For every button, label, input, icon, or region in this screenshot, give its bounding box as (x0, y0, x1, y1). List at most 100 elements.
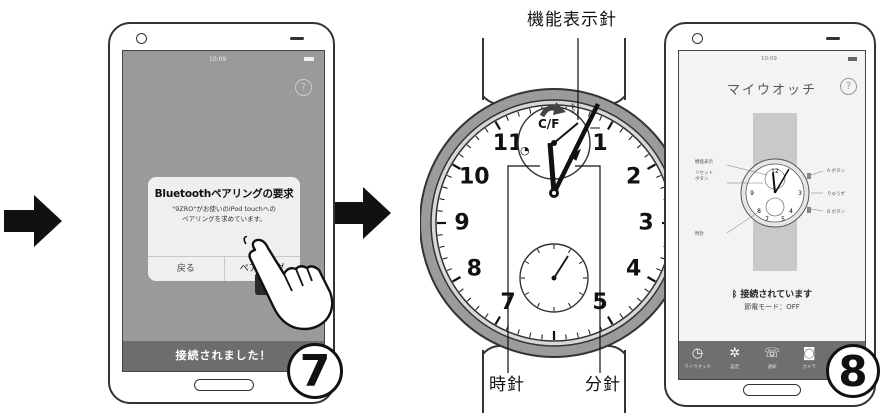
phone-speaker (290, 37, 304, 40)
step-7-badge: 7 (287, 343, 343, 399)
right-phone: 10:09 マイウオッチ ? 12 3 9 4 5 7 8 (664, 22, 876, 407)
reset-button-label: リセット ボタン (695, 171, 713, 182)
subdial-cf-label: C/F (538, 117, 559, 131)
dial-tick (619, 128, 624, 133)
dial-tick (494, 315, 501, 325)
dial-tick (517, 329, 520, 335)
arrow-right-icon (333, 187, 391, 239)
a-button-label: A ボタン (827, 169, 846, 174)
home-button[interactable] (194, 379, 254, 391)
gear-icon: ✲ (729, 346, 741, 361)
arrow-right-icon (4, 195, 62, 247)
subdial-tick (537, 249, 540, 254)
dial-tick (452, 163, 462, 170)
right-phone-screen: 10:09 マイウオッチ ? 12 3 9 4 5 7 8 (678, 50, 866, 380)
dialog-title: Bluetoothペアリングの要求 (154, 188, 294, 200)
dial-tick (607, 315, 614, 325)
dial-tick (484, 128, 489, 133)
dial-tick (437, 234, 443, 236)
dial-tick (644, 288, 649, 293)
tab-camera[interactable]: ◙ カメラ (794, 347, 824, 371)
dial-number: 10 (459, 165, 490, 190)
subdial-tick (525, 261, 530, 264)
connected-status: ᛒ 接続されています (679, 287, 865, 300)
dial-tick (541, 334, 543, 340)
dial-number: 4 (626, 257, 641, 282)
svg-text:8: 8 (757, 208, 761, 215)
tab-label: 通知 (767, 365, 777, 370)
dial-number: 8 (467, 257, 482, 282)
crown-label: りゅうず (827, 192, 845, 197)
subdial-tick (525, 292, 530, 295)
notification-icon: ☏ (763, 346, 781, 361)
minute-hand (551, 103, 601, 194)
dial-number: 3 (638, 211, 653, 236)
clock-icon: ◷ (691, 346, 704, 361)
subdial-tick (568, 302, 571, 307)
dial-tick (576, 332, 579, 338)
phone-speaker (826, 37, 840, 40)
dial-tick (636, 144, 642, 149)
svg-text:12: 12 (771, 168, 779, 175)
svg-text:3: 3 (798, 190, 802, 197)
help-icon[interactable]: ? (840, 78, 857, 95)
dial-tick (588, 329, 591, 335)
dial-tick (494, 121, 501, 131)
dial-tick (442, 186, 448, 189)
dial-tick (484, 313, 489, 318)
dialog-message-line1: "9ZRO"がお使いのiPod touchへの (172, 205, 276, 213)
connected-text: 接続されています (740, 290, 813, 300)
b-button-label: B ボタン (827, 210, 846, 215)
battery-icon (304, 57, 314, 61)
status-time: 10:09 (761, 56, 777, 62)
dial-tick (517, 111, 520, 117)
dial-tick (656, 268, 662, 272)
dial-tick (656, 174, 662, 178)
dial-tick (636, 297, 642, 302)
step-8-badge: 8 (826, 344, 880, 398)
subdial-tick (578, 261, 583, 264)
dial-tick (439, 245, 445, 248)
dial-tick (452, 276, 462, 283)
dial-tick (565, 334, 567, 340)
dial-tick (466, 297, 472, 302)
bluetooth-icon: ᛒ (570, 102, 577, 115)
status-time: 10:09 (209, 56, 227, 63)
dial-tick (475, 135, 480, 141)
timer-icon: ◔ (520, 144, 530, 157)
phone-camera-icon (692, 33, 703, 44)
svg-text:5: 5 (781, 216, 785, 223)
hour-label: 時針 (695, 232, 704, 237)
tab-notifications[interactable]: ☏ 通知 (757, 346, 787, 371)
dial-tick (628, 305, 633, 311)
svg-text:4: 4 (789, 208, 793, 215)
dial-tick (442, 257, 448, 260)
home-button[interactable] (743, 384, 801, 396)
dial-tick (644, 153, 649, 158)
phone-camera-icon (136, 33, 147, 44)
dial-tick (437, 210, 443, 212)
tapping-finger-icon (243, 236, 334, 331)
dial-tick (529, 108, 532, 114)
tab-label: カメラ (802, 365, 816, 370)
dial-tick (607, 121, 614, 131)
dial-number: 9 (454, 211, 469, 236)
back-button[interactable]: 戻る (176, 264, 195, 274)
dial-tick (466, 144, 472, 149)
tab-settings[interactable]: ✲ 設定 (720, 346, 750, 371)
dial-number: 2 (626, 165, 641, 190)
dial-tick (588, 111, 591, 117)
dial-tick (619, 313, 624, 318)
dial-tick (599, 115, 603, 121)
dial-tick (529, 332, 532, 338)
function-hand-label: 機能表示針 (527, 10, 617, 30)
dial-tick (475, 305, 480, 311)
svg-text:9: 9 (750, 190, 754, 197)
tab-label: 設定 (730, 365, 740, 370)
dialog-message: "9ZRO"がお使いのiPod touchへの ペアリングを求めています。 (148, 204, 300, 224)
battery-icon (848, 57, 857, 61)
app-title: マイウオッチ (726, 83, 817, 98)
help-icon[interactable]: ? (295, 79, 312, 96)
tab-my-watch[interactable]: ◷ マイウオッチ (683, 346, 713, 371)
